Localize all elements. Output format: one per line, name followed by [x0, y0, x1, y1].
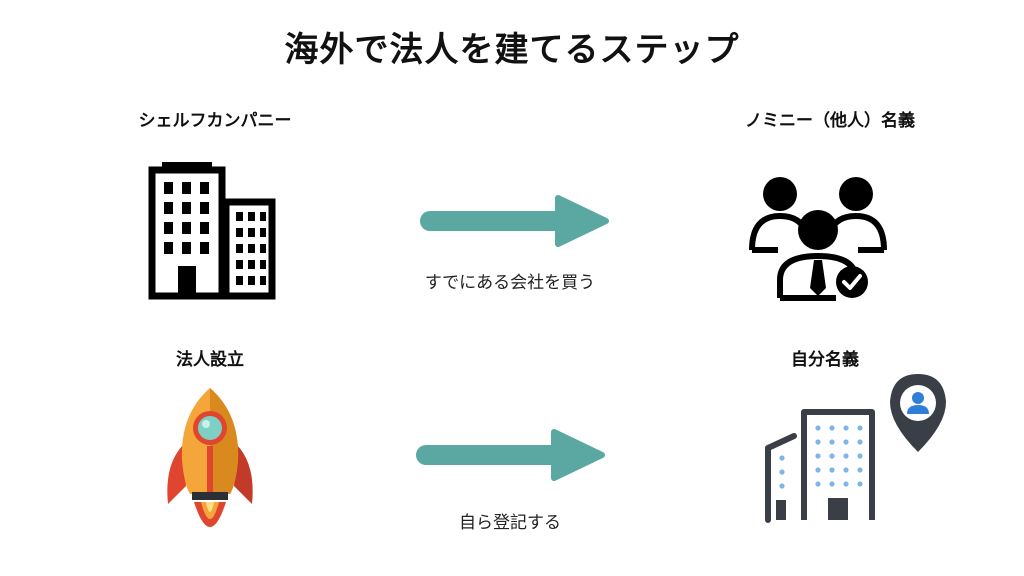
page-title: 海外で法人を建てるステップ [284, 30, 740, 70]
label-incorporation: 法人設立 [176, 350, 244, 370]
label-nominee: ノミニー（他人）名義 [745, 111, 915, 131]
building-location-pin-icon [765, 374, 946, 523]
rocket-icon [167, 388, 253, 527]
office-buildings-icon [148, 162, 276, 300]
label-own-name: 自分名義 [791, 350, 859, 370]
caption-self-register: 自ら登記する [459, 513, 561, 533]
arrow-row-2 [416, 429, 605, 481]
group-users-verified-icon [749, 177, 887, 301]
caption-buy-existing: すでにある会社を買う [424, 273, 596, 293]
arrow-row-1 [420, 195, 609, 247]
label-shelf-company: シェルフカンパニー [138, 111, 292, 131]
